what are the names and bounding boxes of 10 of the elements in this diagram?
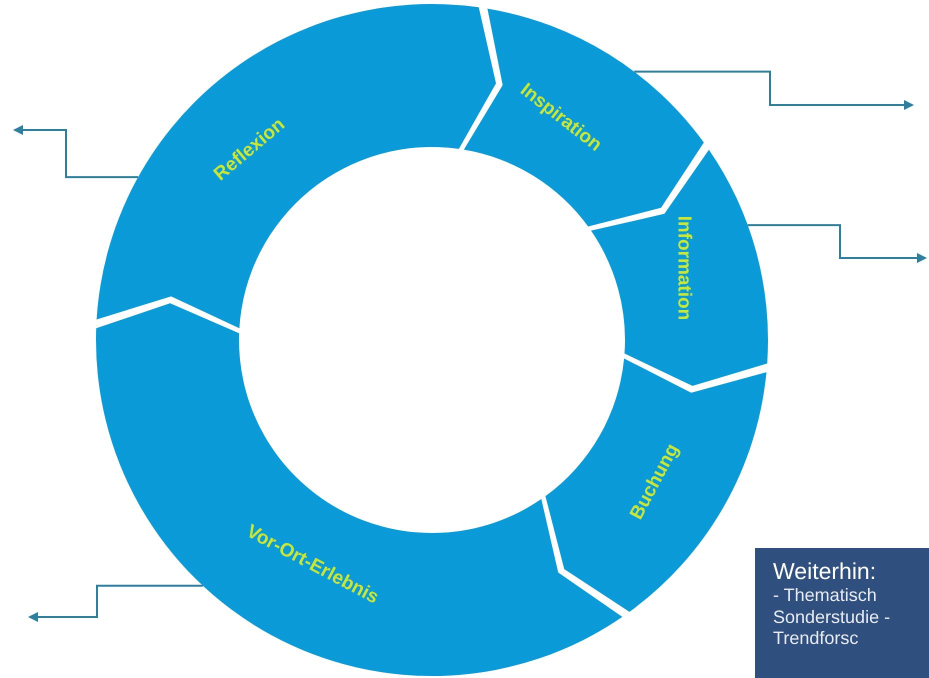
arrow-segment	[591, 150, 768, 386]
segment-label: Information	[672, 216, 694, 320]
note-box	[755, 548, 929, 678]
note-heading: Weiterhin:	[773, 558, 878, 585]
note-text: - Thematisch Sonderstudie - Trendforsc	[773, 585, 892, 650]
arrow	[28, 584, 203, 622]
arrow	[748, 224, 927, 263]
arrow	[13, 125, 138, 178]
arrow	[634, 70, 914, 110]
arrow-segment	[545, 358, 766, 612]
